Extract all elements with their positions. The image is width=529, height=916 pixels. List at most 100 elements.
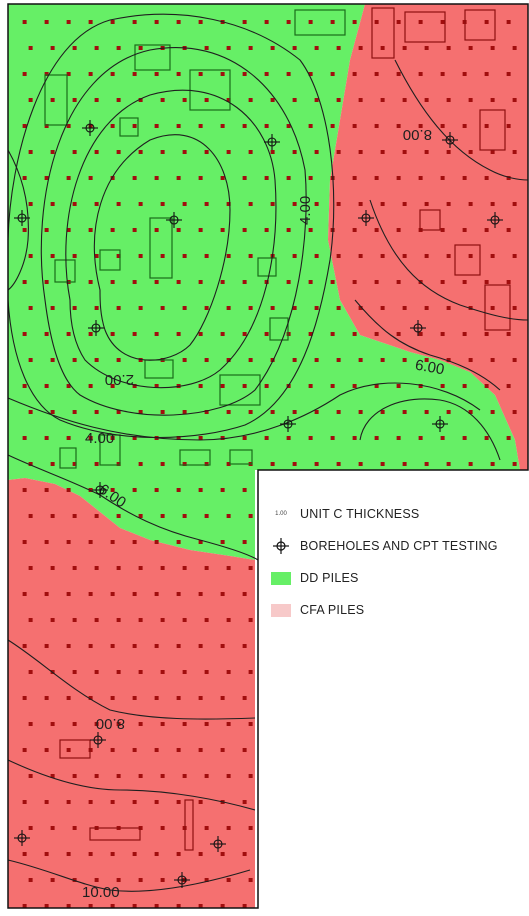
pile-mark bbox=[226, 98, 231, 102]
borehole-crosshair-icon bbox=[174, 872, 190, 888]
pile-mark bbox=[154, 748, 159, 752]
pile-mark bbox=[28, 566, 33, 570]
legend-row-borehole: BOREHOLES AND CPT TESTING bbox=[270, 530, 520, 562]
pile-mark bbox=[270, 462, 275, 466]
pile-mark bbox=[50, 774, 55, 778]
pile-mark bbox=[330, 332, 335, 336]
pile-mark bbox=[28, 254, 33, 258]
pile-mark bbox=[116, 202, 121, 206]
pile-mark bbox=[160, 774, 165, 778]
pile-mark bbox=[198, 384, 203, 388]
pile-mark bbox=[88, 904, 93, 908]
pile-mark bbox=[154, 124, 159, 128]
pile-mark bbox=[176, 72, 181, 76]
pile-mark bbox=[446, 202, 451, 206]
pile-mark bbox=[50, 46, 55, 50]
pile-mark bbox=[182, 254, 187, 258]
pile-mark bbox=[66, 644, 71, 648]
pile-mark bbox=[440, 228, 445, 232]
pile-mark bbox=[226, 878, 231, 882]
pile-mark bbox=[358, 306, 363, 310]
pile-mark bbox=[110, 904, 115, 908]
pile-mark bbox=[204, 410, 209, 414]
pile-mark bbox=[154, 540, 159, 544]
pile-mark bbox=[176, 228, 181, 232]
pile-mark bbox=[248, 514, 253, 518]
pile-mark bbox=[396, 20, 401, 24]
pile-mark bbox=[440, 176, 445, 180]
pile-mark bbox=[292, 202, 297, 206]
pile-mark bbox=[198, 540, 203, 544]
pile-mark bbox=[264, 436, 269, 440]
pile-mark bbox=[490, 410, 495, 414]
pile-mark bbox=[116, 306, 121, 310]
pile-mark bbox=[22, 488, 27, 492]
contour-8-ne bbox=[369, 199, 529, 321]
pile-mark bbox=[88, 124, 93, 128]
pile-mark bbox=[72, 254, 77, 258]
dd-piles-swatch bbox=[271, 571, 291, 585]
pile-mark bbox=[138, 358, 143, 362]
pile-mark bbox=[242, 280, 247, 284]
structure-outline bbox=[44, 74, 68, 126]
pile-mark bbox=[110, 436, 115, 440]
structure-outline bbox=[371, 7, 395, 59]
pile-mark bbox=[138, 46, 143, 50]
pile-mark bbox=[176, 488, 181, 492]
pile-mark bbox=[72, 358, 77, 362]
pile-mark bbox=[44, 384, 49, 388]
pile-mark bbox=[132, 488, 137, 492]
structure-outline bbox=[184, 799, 194, 851]
pile-mark bbox=[132, 280, 137, 284]
pile-mark bbox=[132, 904, 137, 908]
pile-mark bbox=[336, 98, 341, 102]
pile-mark bbox=[248, 46, 253, 50]
pile-mark bbox=[88, 748, 93, 752]
pile-mark bbox=[490, 462, 495, 466]
pile-mark bbox=[198, 228, 203, 232]
pile-mark bbox=[270, 202, 275, 206]
pile-mark bbox=[314, 306, 319, 310]
pile-mark bbox=[160, 722, 165, 726]
pile-mark bbox=[110, 332, 115, 336]
pile-mark bbox=[484, 72, 489, 76]
pile-mark bbox=[358, 410, 363, 414]
pile-mark bbox=[358, 358, 363, 362]
contour-6-lower bbox=[7, 454, 259, 561]
pile-mark bbox=[22, 800, 27, 804]
pile-mark bbox=[110, 852, 115, 856]
structure-outline bbox=[484, 284, 511, 331]
pile-mark bbox=[336, 462, 341, 466]
pile-mark bbox=[220, 488, 225, 492]
pile-mark bbox=[176, 436, 181, 440]
pile-mark bbox=[44, 592, 49, 596]
pile-mark bbox=[154, 332, 159, 336]
pile-mark bbox=[286, 176, 291, 180]
pile-mark bbox=[336, 410, 341, 414]
pile-mark bbox=[242, 228, 247, 232]
pile-mark bbox=[358, 202, 363, 206]
borehole-crosshair-icon bbox=[92, 482, 108, 498]
structure-outline bbox=[54, 259, 76, 283]
pile-mark bbox=[198, 124, 203, 128]
pile-mark bbox=[160, 306, 165, 310]
pile-mark bbox=[72, 670, 77, 674]
pile-mark bbox=[50, 878, 55, 882]
pile-mark bbox=[204, 202, 209, 206]
pile-mark bbox=[248, 618, 253, 622]
pile-mark bbox=[66, 748, 71, 752]
borehole-crosshair-icon bbox=[90, 732, 106, 748]
borehole-crosshair-icon bbox=[88, 320, 104, 336]
pile-mark bbox=[468, 46, 473, 50]
structure-outline bbox=[257, 257, 277, 277]
pile-mark bbox=[424, 150, 429, 154]
pile-mark bbox=[44, 800, 49, 804]
pile-mark bbox=[490, 306, 495, 310]
pile-mark bbox=[292, 358, 297, 362]
legend-borehole-label: BOREHOLES AND CPT TESTING bbox=[300, 539, 498, 553]
pile-mark bbox=[396, 332, 401, 336]
pile-mark bbox=[176, 176, 181, 180]
pile-mark bbox=[292, 410, 297, 414]
pile-mark bbox=[28, 826, 33, 830]
